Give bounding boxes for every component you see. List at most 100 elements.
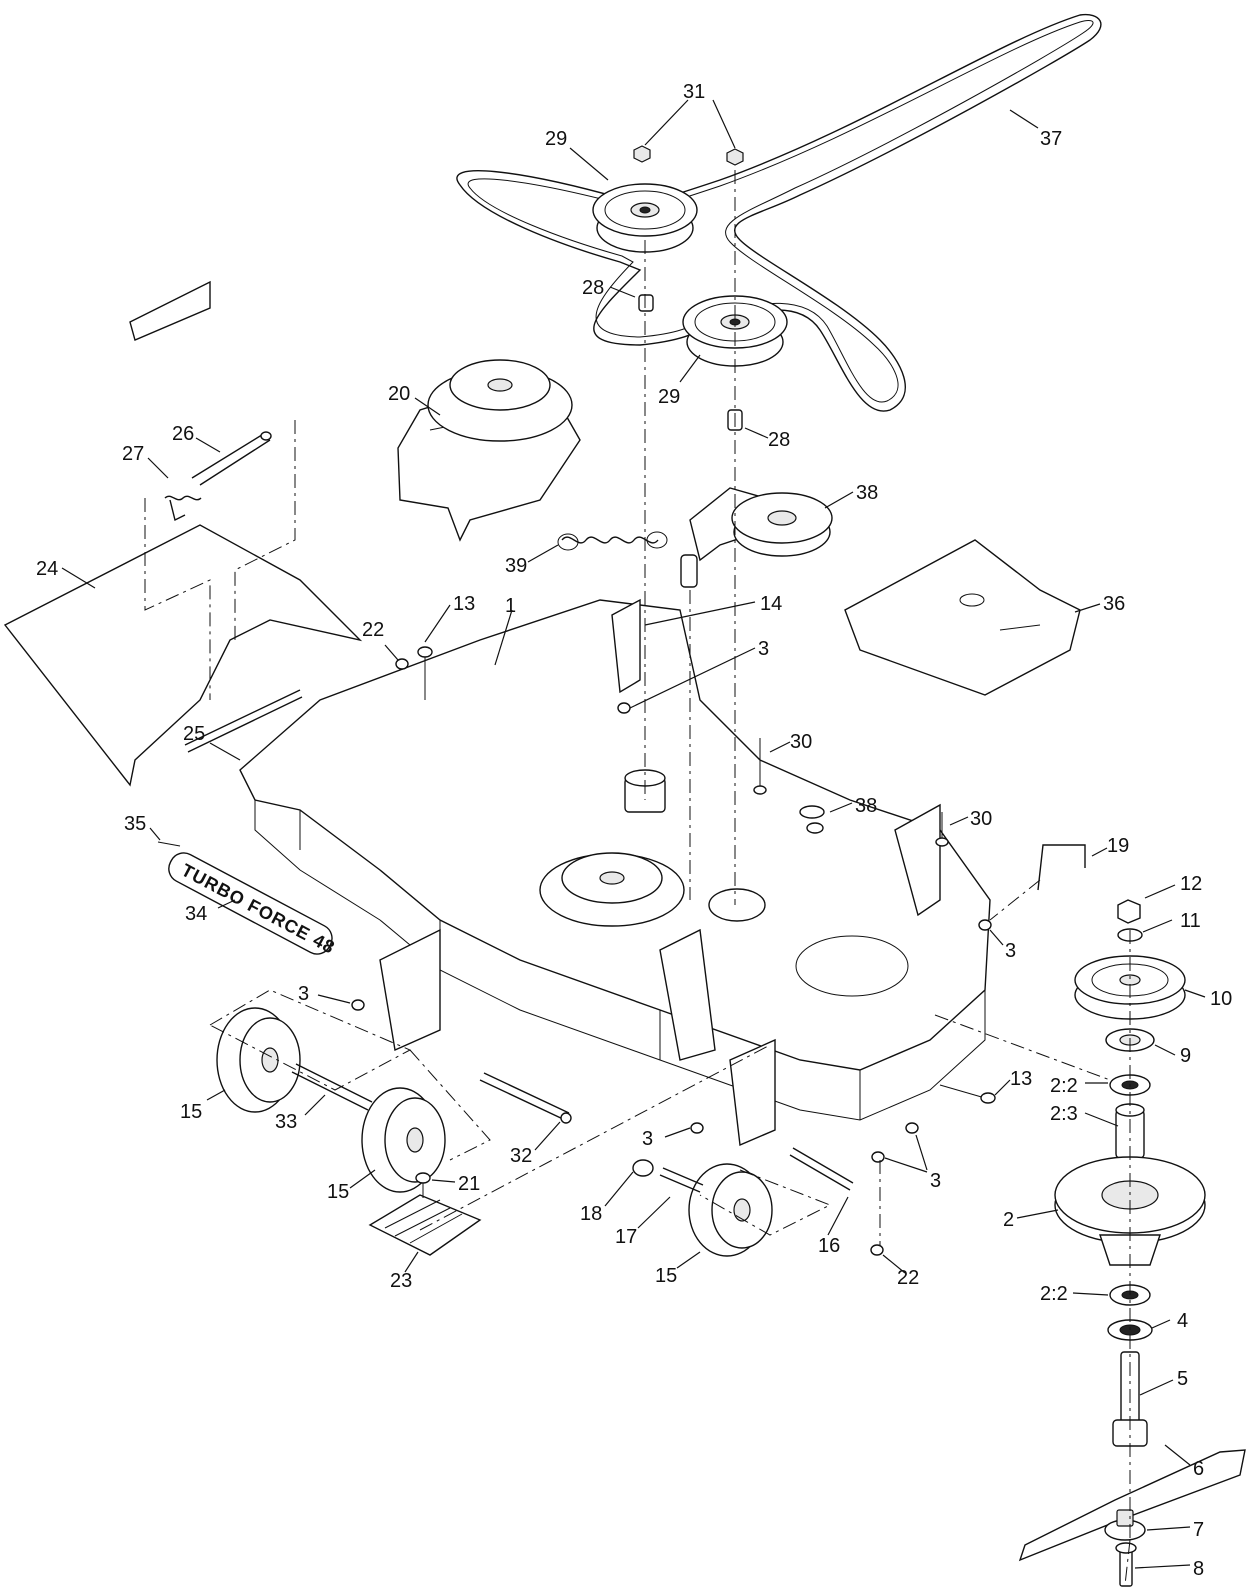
callout-3: 3 xyxy=(298,983,309,1005)
callout-30: 30 xyxy=(970,808,992,830)
callout-3: 3 xyxy=(642,1128,653,1150)
wheel-axle xyxy=(291,1063,373,1111)
gauge-wheel xyxy=(361,1087,446,1193)
nut xyxy=(1117,899,1141,924)
callout-13: 13 xyxy=(1010,1068,1032,1090)
callout-31: 31 xyxy=(683,81,705,103)
chute-spring xyxy=(164,495,202,522)
deck-bracket xyxy=(659,928,716,1061)
bearing-spacer xyxy=(1115,1103,1145,1159)
deck-bracket xyxy=(379,928,441,1052)
callout-22: 22 xyxy=(362,619,384,641)
bolt xyxy=(939,1084,996,1104)
callout-28: 28 xyxy=(582,277,604,299)
deck-bracket xyxy=(729,1038,776,1147)
pivot-rod xyxy=(184,689,303,753)
mower-blade xyxy=(1018,1449,1246,1562)
callout-12: 12 xyxy=(1180,873,1202,895)
callout-4: 4 xyxy=(1177,1310,1188,1332)
callout-3: 3 xyxy=(930,1170,941,1192)
callout-19: 19 xyxy=(1107,835,1129,857)
assembly-lines xyxy=(144,170,1131,1586)
bolt xyxy=(935,812,949,847)
flange-nut xyxy=(726,148,744,166)
callout-39: 39 xyxy=(505,555,527,577)
callout-3: 3 xyxy=(758,638,769,660)
callout-26: 26 xyxy=(172,423,194,445)
blade-bolt xyxy=(1115,1542,1137,1587)
callout-28: 28 xyxy=(768,429,790,451)
idler-arm-assembly xyxy=(680,487,833,588)
nut xyxy=(871,1122,919,1163)
callout-11: 11 xyxy=(1180,910,1201,932)
callout-14: 14 xyxy=(760,593,782,615)
callout-27: 27 xyxy=(122,443,144,465)
deck-opening-right xyxy=(795,935,909,997)
callout-30: 30 xyxy=(790,731,812,753)
callout-1: 1 xyxy=(505,595,516,617)
washer xyxy=(799,805,825,834)
gauge-wheel xyxy=(688,1163,773,1257)
callout-35: 35 xyxy=(124,813,146,835)
callout-25: 25 xyxy=(183,723,205,745)
u-bolt xyxy=(1037,844,1086,891)
callout-16: 16 xyxy=(818,1235,840,1257)
callout-20: 20 xyxy=(388,383,410,405)
callout-3: 3 xyxy=(1005,940,1016,962)
callout-15: 15 xyxy=(327,1181,349,1203)
callout-29: 29 xyxy=(545,128,567,150)
callout-8: 8 xyxy=(1193,1558,1204,1580)
callout-7: 7 xyxy=(1193,1519,1204,1541)
callout-29: 29 xyxy=(658,386,680,408)
callout-34: 34 xyxy=(185,903,207,925)
callout-18: 18 xyxy=(580,1203,602,1225)
blade-washer xyxy=(1104,1509,1146,1541)
nut xyxy=(617,702,631,714)
callout-15: 15 xyxy=(180,1101,202,1123)
nut xyxy=(351,999,365,1011)
bolt xyxy=(417,646,433,700)
anti-scalp-roller xyxy=(368,1194,482,1256)
wheel-axle xyxy=(632,1159,704,1193)
extension-spring xyxy=(557,531,668,551)
callout-38: 38 xyxy=(855,795,877,817)
callout-33: 33 xyxy=(275,1111,297,1133)
callout-2-3: 2:3 xyxy=(1050,1103,1078,1125)
callout-9: 9 xyxy=(1180,1045,1191,1067)
spacer xyxy=(638,294,654,312)
callout-37: 37 xyxy=(1040,128,1062,150)
callout-2-2: 2:2 xyxy=(1050,1075,1078,1097)
nut xyxy=(870,1244,884,1256)
callout-15: 15 xyxy=(655,1265,677,1287)
discharge-chute xyxy=(3,524,363,787)
callout-32: 32 xyxy=(510,1145,532,1167)
idler-pivot-plate xyxy=(708,888,766,922)
chute-bracket xyxy=(129,280,211,341)
nut xyxy=(395,658,409,670)
wheel-axle xyxy=(479,1072,572,1124)
leader-lines xyxy=(61,99,1206,1569)
callout-22: 22 xyxy=(897,1267,919,1289)
callout-5: 5 xyxy=(1177,1368,1188,1390)
bolt xyxy=(753,738,767,795)
callout-labels: 31 29 37 28 29 28 20 26 27 38 39 24 13 1… xyxy=(36,81,1232,1580)
callout-17: 17 xyxy=(615,1226,637,1248)
belt-cover-right xyxy=(844,539,1081,696)
callout-10: 10 xyxy=(1210,988,1232,1010)
deck-spindle-center xyxy=(539,852,685,927)
callout-24: 24 xyxy=(36,558,58,580)
screw xyxy=(157,841,181,847)
deck-bracket xyxy=(611,598,641,694)
pulley-upper xyxy=(592,183,698,253)
callout-13: 13 xyxy=(453,593,475,615)
nut xyxy=(978,919,992,931)
nut xyxy=(690,1122,704,1134)
callout-21: 21 xyxy=(458,1173,480,1195)
drive-belt xyxy=(456,13,1102,412)
spindle-shaft xyxy=(1112,1351,1148,1447)
wheel-axle xyxy=(789,1147,854,1191)
callout-38: 38 xyxy=(856,482,878,504)
flange-nut xyxy=(633,145,651,163)
callout-2: 2 xyxy=(1003,1209,1014,1231)
